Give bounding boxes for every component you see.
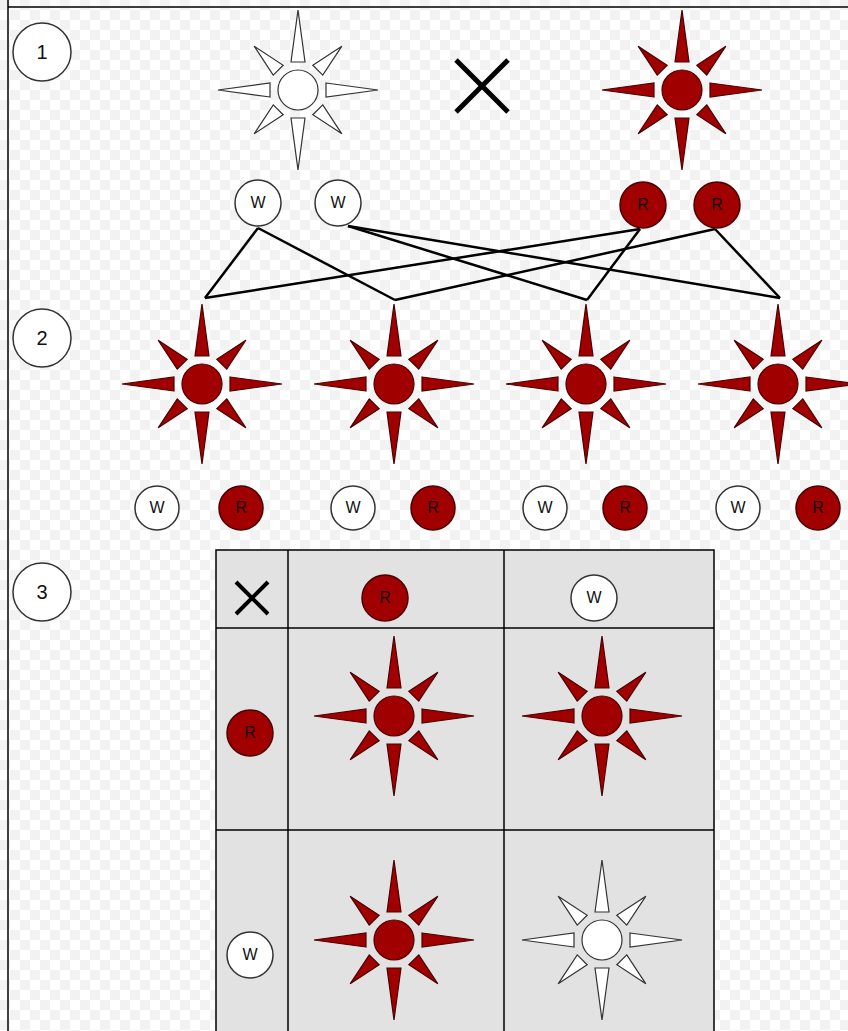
allele-circle: W bbox=[715, 485, 761, 531]
node-text: R bbox=[693, 181, 741, 229]
allele-circle: W bbox=[314, 179, 362, 227]
node-text: W bbox=[570, 574, 618, 622]
node-text: 2 bbox=[12, 308, 72, 368]
node-text: R bbox=[619, 181, 667, 229]
node-text: R bbox=[218, 485, 264, 531]
node-text: W bbox=[330, 485, 376, 531]
node-text: W bbox=[314, 179, 362, 227]
allele-circle: R bbox=[226, 709, 274, 757]
callout-number: 1 bbox=[12, 22, 72, 82]
node-text: W bbox=[226, 931, 274, 979]
node-text: W bbox=[134, 485, 180, 531]
node-text: R bbox=[795, 485, 841, 531]
allele-circle: R bbox=[693, 181, 741, 229]
node-text: R bbox=[361, 574, 409, 622]
allele-circle: R bbox=[218, 485, 264, 531]
node-text: R bbox=[226, 709, 274, 757]
node-text: W bbox=[522, 485, 568, 531]
allele-circle: W bbox=[522, 485, 568, 531]
allele-circle: R bbox=[410, 485, 456, 531]
allele-circle: W bbox=[134, 485, 180, 531]
node-text: R bbox=[410, 485, 456, 531]
allele-circle: W bbox=[234, 179, 282, 227]
callout-number: 2 bbox=[12, 308, 72, 368]
node-text: W bbox=[715, 485, 761, 531]
node-text: R bbox=[602, 485, 648, 531]
node-text: 3 bbox=[12, 562, 72, 622]
node-text: 1 bbox=[12, 22, 72, 82]
allele-circle: R bbox=[795, 485, 841, 531]
allele-circle: W bbox=[570, 574, 618, 622]
allele-circle: W bbox=[330, 485, 376, 531]
allele-circle: R bbox=[361, 574, 409, 622]
allele-circle: R bbox=[602, 485, 648, 531]
allele-circle: R bbox=[619, 181, 667, 229]
node-text: W bbox=[234, 179, 282, 227]
allele-circle: W bbox=[226, 931, 274, 979]
callout-number: 3 bbox=[12, 562, 72, 622]
